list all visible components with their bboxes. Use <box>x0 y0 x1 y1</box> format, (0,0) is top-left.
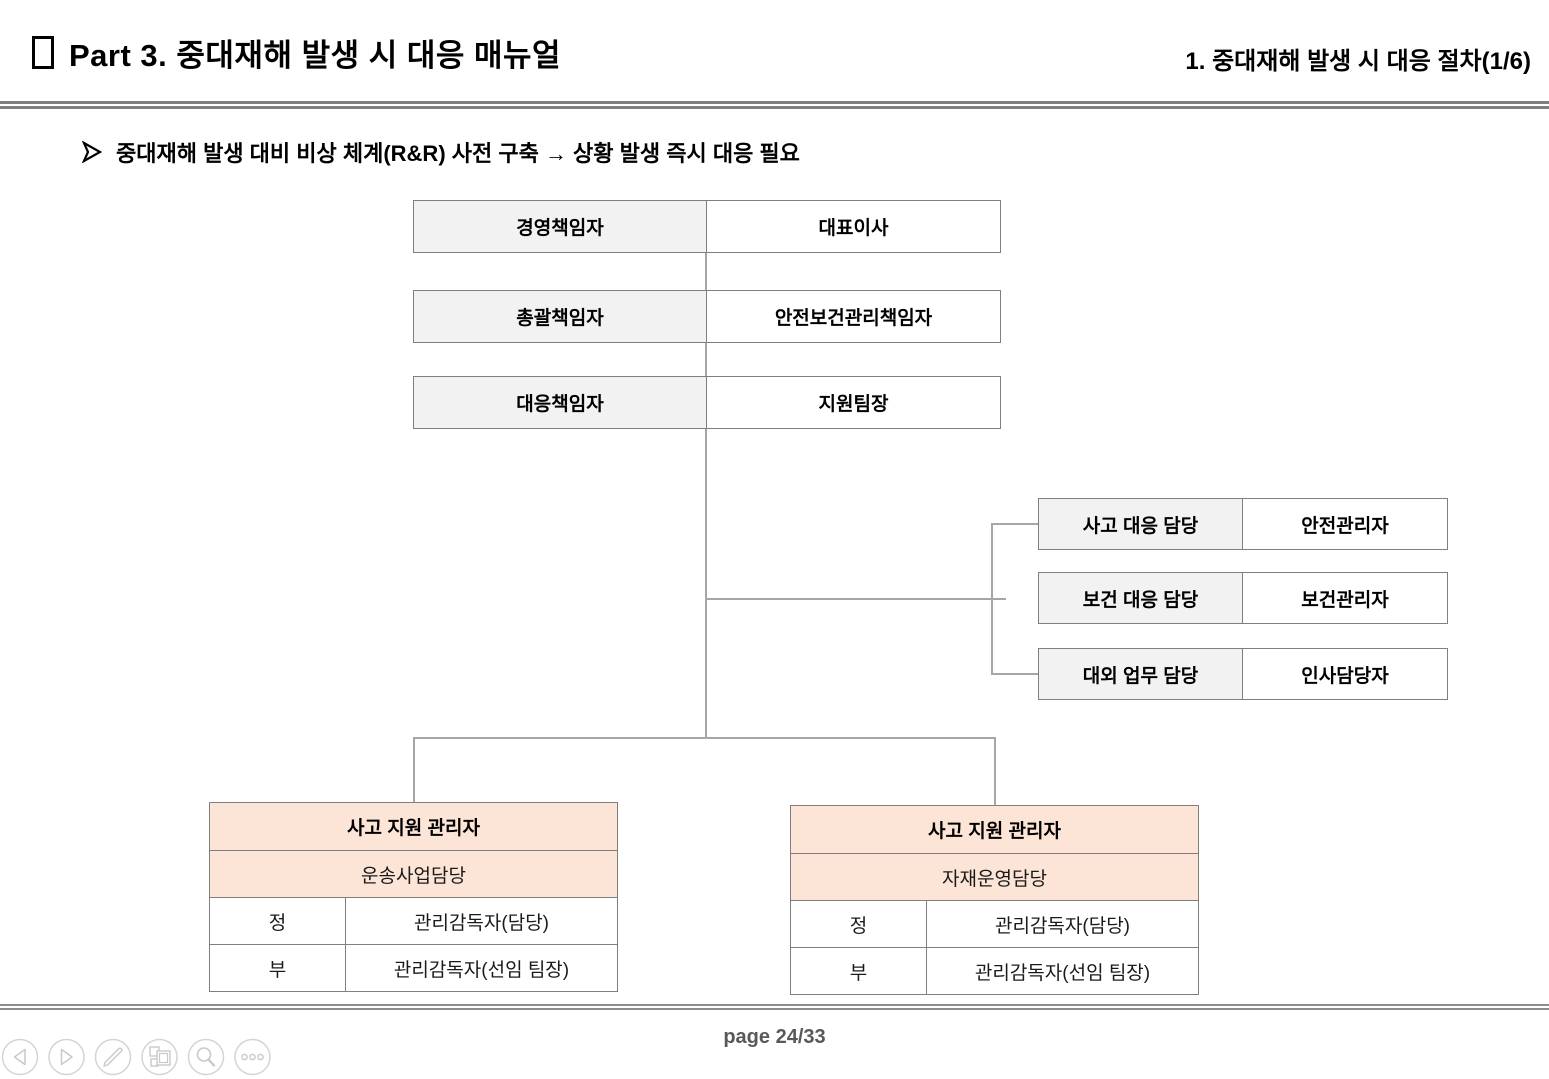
table-title: 사고 지원 관리자 <box>791 806 1198 853</box>
org-level-row: 총괄책임자 안전보건관리책임자 <box>413 290 1001 343</box>
org-person-cell: 보건관리자 <box>1243 572 1448 624</box>
row-value: 관리감독자(선임 팀장) <box>974 962 1151 984</box>
arrowhead-right-icon <box>82 141 102 163</box>
bullet-statement: 중대재해 발생 대비 비상 체계(R&R) 사전 구축 → 상황 발생 즉시 대… <box>82 136 800 168</box>
org-branch-row: 사고 대응 담당 안전관리자 <box>1038 498 1448 550</box>
bullet-text: 중대재해 발생 대비 비상 체계(R&R) 사전 구축 → 상황 발생 즉시 대… <box>116 141 800 166</box>
org-role-cell: 경영책임자 <box>413 200 707 253</box>
org-person-cell: 대표이사 <box>707 200 1001 253</box>
org-level-row: 대응책임자 지원팀장 <box>413 376 1001 429</box>
connector-line <box>705 598 1006 600</box>
org-role-cell: 보건 대응 담당 <box>1038 572 1243 624</box>
support-manager-table: 사고 지원 관리자 운송사업담당 정 관리감독자(담당) 부 관리감독자(선임 … <box>209 802 618 992</box>
org-person-cell: 안전보건관리책임자 <box>707 290 1001 343</box>
footer-divider-line <box>0 1008 1549 1010</box>
zoom-search-button[interactable] <box>187 1038 225 1076</box>
footer-divider-line <box>0 1004 1549 1006</box>
page-title-text: Part 3. 중대재해 발생 시 대응 매뉴얼 <box>69 38 562 73</box>
table-row: 부 관리감독자(선임 팀장) <box>791 947 1198 994</box>
org-role-cell: 총괄책임자 <box>413 290 707 343</box>
connector-line <box>994 737 996 805</box>
table-subtitle: 운송사업담당 <box>210 850 617 897</box>
header-divider-line <box>0 106 1549 109</box>
table-row: 정 관리감독자(담당) <box>791 900 1198 947</box>
row-label: 정 <box>791 901 927 947</box>
org-person-cell: 지원팀장 <box>707 376 1001 429</box>
row-label: 부 <box>791 948 927 994</box>
previous-slide-button[interactable] <box>1 1038 39 1076</box>
more-options-button[interactable] <box>234 1038 271 1076</box>
org-role-cell: 대외 업무 담당 <box>1038 648 1243 700</box>
org-branch-row: 대외 업무 담당 인사담당자 <box>1038 648 1448 700</box>
page-title: Part 3. 중대재해 발생 시 대응 매뉴얼 <box>32 30 561 75</box>
slideshow-toolbar <box>1 1038 271 1076</box>
section-indicator: 1. 중대재해 발생 시 대응 절차(1/6) <box>1185 48 1531 75</box>
slide-sorter-button[interactable] <box>141 1038 178 1076</box>
connector-line <box>413 737 415 802</box>
org-branch-row: 보건 대응 담당 보건관리자 <box>1038 572 1448 624</box>
org-person-cell: 인사담당자 <box>1243 648 1448 700</box>
square-bullet-icon <box>32 36 54 69</box>
row-value: 관리감독자(담당) <box>413 912 549 934</box>
connector-line <box>413 737 996 739</box>
pen-tool-button[interactable] <box>94 1038 132 1076</box>
connector-line <box>705 429 707 739</box>
connector-line <box>991 523 1038 525</box>
row-value: 관리감독자(담당) <box>994 915 1130 937</box>
org-role-cell: 사고 대응 담당 <box>1038 498 1243 550</box>
page-number: page 24/33 <box>723 1026 826 1048</box>
connector-line <box>705 343 707 377</box>
row-label: 정 <box>210 898 346 944</box>
support-manager-table: 사고 지원 관리자 자재운영담당 정 관리감독자(담당) 부 관리감독자(선임 … <box>790 805 1199 995</box>
table-row: 정 관리감독자(담당) <box>210 897 617 944</box>
connector-line <box>705 253 707 291</box>
header-divider-line <box>0 101 1549 104</box>
table-row: 부 관리감독자(선임 팀장) <box>210 944 617 991</box>
row-label: 부 <box>210 945 346 991</box>
connector-line <box>991 673 1038 675</box>
org-person-cell: 안전관리자 <box>1243 498 1448 550</box>
next-slide-button[interactable] <box>48 1038 85 1076</box>
row-value: 관리감독자(선임 팀장) <box>393 959 570 981</box>
org-role-cell: 대응책임자 <box>413 376 707 429</box>
table-title: 사고 지원 관리자 <box>210 803 617 850</box>
org-level-row: 경영책임자 대표이사 <box>413 200 1001 253</box>
connector-line <box>991 523 993 675</box>
table-subtitle: 자재운영담당 <box>791 853 1198 900</box>
